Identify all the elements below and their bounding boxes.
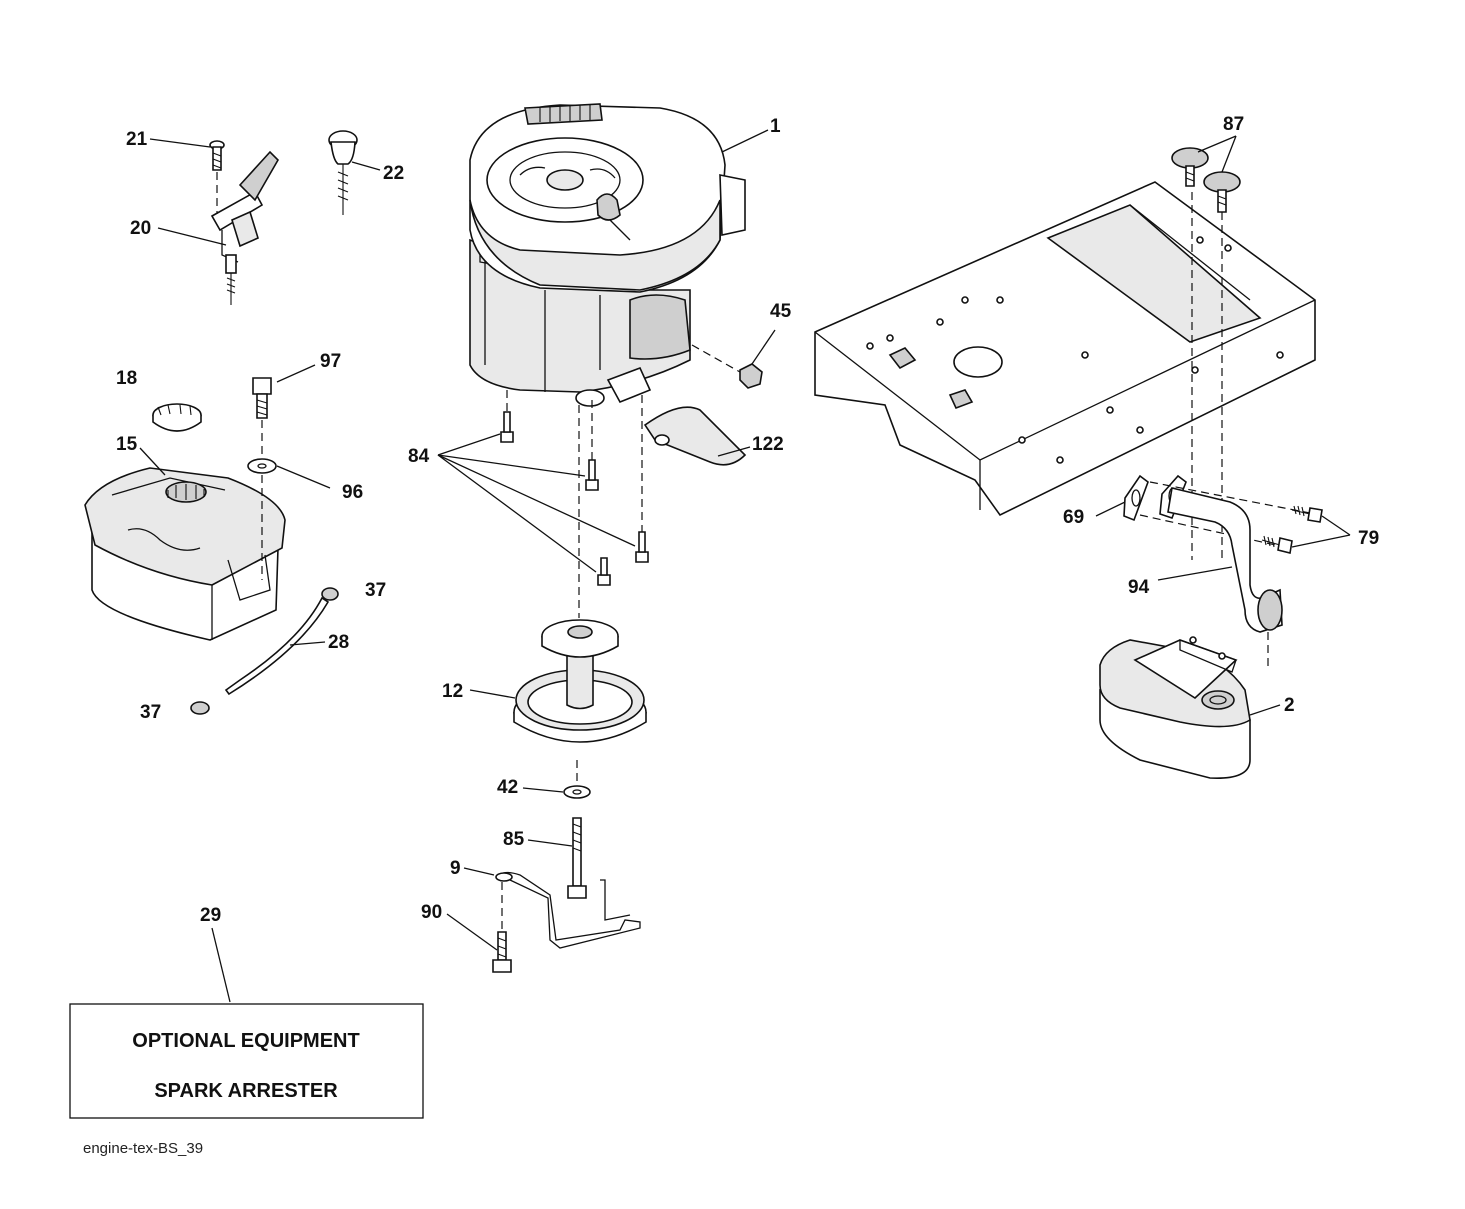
- washer-42-drawing: [563, 785, 591, 799]
- part-label-2: 2: [1284, 695, 1295, 716]
- part-label-15: 15: [116, 434, 138, 455]
- bolt-90-drawing: [492, 931, 512, 973]
- bolt-79-b-drawing: [1261, 535, 1293, 554]
- part-label-69: 69: [1063, 507, 1084, 528]
- part-label-87: 87: [1223, 114, 1244, 135]
- pulley-drawing: [513, 619, 647, 743]
- clamp-37-top-drawing: [321, 587, 339, 601]
- part-label-84: 84: [408, 446, 430, 467]
- bolt-84-a-drawing: [500, 411, 514, 443]
- bolt-97-drawing: [252, 377, 272, 419]
- part-label-18: 18: [116, 368, 137, 389]
- bolt-79-a-drawing: [1291, 505, 1323, 523]
- throttle-control-drawing: [210, 150, 279, 305]
- shield-122-drawing: [643, 406, 747, 466]
- part-label-28: 28: [328, 632, 349, 653]
- nut-45-drawing: [739, 363, 763, 389]
- part-label-29: 29: [200, 905, 221, 926]
- choke-knob-drawing: [328, 130, 358, 215]
- part-label-42: 42: [497, 777, 518, 798]
- part-label-85: 85: [503, 829, 525, 850]
- bracket-9-drawing: [495, 871, 641, 949]
- part-label-45: 45: [770, 301, 792, 322]
- engine-drawing: [469, 103, 746, 407]
- screw-21-drawing: [209, 140, 225, 171]
- clamp-37-bottom-drawing: [190, 701, 210, 715]
- part-label-90: 90: [421, 902, 442, 923]
- optional-equipment-box: OPTIONAL EQUIPMENT SPARK ARRESTER: [69, 1003, 424, 1119]
- part-label-96: 96: [342, 482, 363, 503]
- part-label-122: 122: [752, 434, 784, 455]
- fuel-cap-drawing: [152, 403, 202, 432]
- part-label-1: 1: [770, 116, 781, 137]
- part-label-37-top: 37: [365, 580, 386, 601]
- diagram-code: engine-tex-BS_39: [83, 1140, 203, 1157]
- chassis-frame-drawing: [814, 181, 1316, 517]
- bolt-85-drawing: [567, 817, 587, 899]
- part-label-79: 79: [1358, 528, 1379, 549]
- part-label-97: 97: [320, 351, 341, 372]
- part-label-21: 21: [126, 129, 148, 150]
- bolt-84-c-drawing: [597, 557, 611, 586]
- exhaust-pipe-drawing: [1167, 487, 1283, 633]
- bolt-84-b-drawing: [585, 459, 599, 491]
- muffler-drawing: [1099, 636, 1251, 779]
- optional-equipment-heading: OPTIONAL EQUIPMENT: [132, 1030, 359, 1052]
- knob-87-a-drawing: [1171, 147, 1209, 187]
- washer-96-drawing: [247, 458, 277, 474]
- part-label-22: 22: [383, 163, 404, 184]
- part-label-94: 94: [1128, 577, 1150, 598]
- fuel-line-drawing: [224, 596, 330, 696]
- bolt-84-d-drawing: [635, 531, 649, 563]
- part-label-20: 20: [130, 218, 151, 239]
- part-label-12: 12: [442, 681, 463, 702]
- part-label-9: 9: [450, 858, 461, 879]
- fuel-tank-drawing: [84, 467, 286, 641]
- part-label-37-bottom: 37: [140, 702, 161, 723]
- knob-87-b-drawing: [1203, 171, 1241, 213]
- spark-arrester-label: SPARK ARRESTER: [154, 1080, 338, 1102]
